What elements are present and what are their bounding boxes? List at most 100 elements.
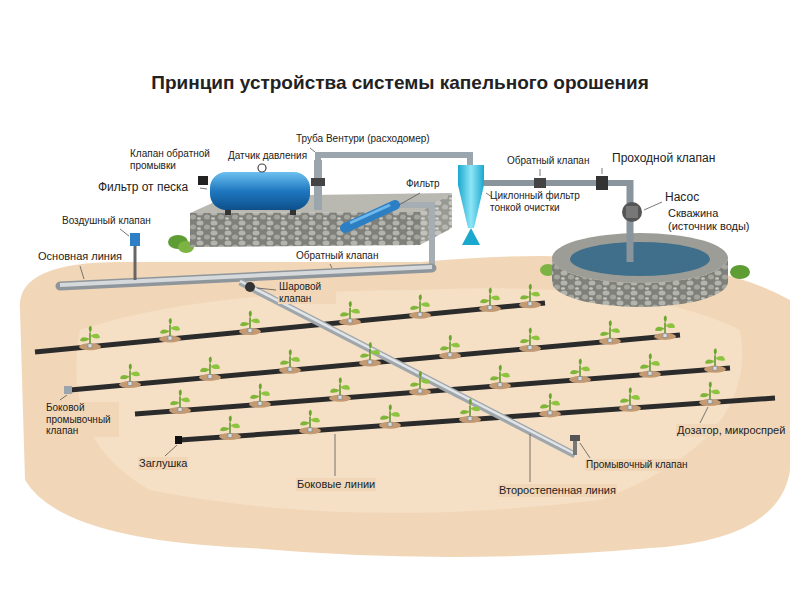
- pipe: [318, 155, 470, 166]
- leader-line: [200, 188, 207, 189]
- plant: [299, 410, 321, 435]
- flush-valve-pipe: [573, 441, 577, 455]
- part-label: Основная линия: [38, 250, 122, 263]
- plant: [219, 416, 241, 441]
- part-label: Циклонный фильтр тонкой очистки: [490, 190, 595, 213]
- pass-valve: [596, 176, 608, 190]
- leader-line: [80, 266, 84, 279]
- plant: [379, 404, 401, 429]
- leader-line: [530, 434, 531, 482]
- venturi-valve: [311, 178, 325, 186]
- part-label: Промывочный клапан: [585, 459, 689, 471]
- plant: [489, 365, 511, 390]
- plant: [409, 294, 431, 319]
- plant: [479, 288, 501, 313]
- secondary-line: [240, 282, 575, 455]
- ball-valve: [245, 282, 255, 292]
- part-label: Клапан обратной промывки: [130, 148, 218, 171]
- plant: [159, 318, 181, 343]
- part-label: Скважина (источник воды): [668, 207, 768, 232]
- plant: [639, 353, 661, 378]
- plant: [599, 320, 621, 345]
- part-label: Боковой промывочный клапан: [45, 402, 119, 437]
- end-plug: [175, 436, 182, 444]
- leader-line: [602, 168, 603, 174]
- plant: [329, 377, 351, 402]
- plant: [654, 315, 676, 340]
- pipe: [395, 205, 432, 270]
- plant: [199, 356, 221, 381]
- leader-line: [165, 445, 177, 456]
- well-rim: [552, 233, 728, 283]
- leader-line: [700, 407, 708, 423]
- plant: [339, 301, 361, 326]
- check-valve: [534, 178, 546, 188]
- plant: [569, 359, 591, 384]
- bush: [730, 265, 750, 279]
- part-label: Датчик давления: [228, 150, 307, 162]
- part-label: Обратный клапан: [507, 155, 589, 167]
- plant: [704, 348, 726, 373]
- plant: [279, 349, 301, 374]
- plant: [519, 284, 541, 309]
- part-label: Воздушный клапан: [62, 215, 151, 227]
- plant: [409, 371, 431, 396]
- plant: [519, 328, 541, 353]
- plant: [439, 335, 461, 360]
- part-label: Заглушка: [138, 457, 188, 470]
- leader-line: [330, 264, 332, 268]
- pipe: [484, 180, 630, 186]
- part-label: Проходной клапан: [612, 152, 715, 166]
- part-label: Труба Вентури (расходомер): [296, 133, 430, 145]
- leader-lines: [60, 148, 708, 482]
- leader-line: [399, 193, 420, 205]
- plant: [459, 399, 481, 424]
- plant: [239, 311, 261, 336]
- part-label: Обратный клапан: [296, 250, 378, 262]
- part-label: Фильтр: [406, 178, 440, 190]
- part-label: Фильтр от песка: [98, 181, 188, 195]
- plant: [359, 342, 381, 367]
- air-valve-stand: [134, 245, 137, 280]
- platform-front: [190, 212, 420, 247]
- leader-line: [60, 395, 67, 400]
- leader-line: [580, 443, 590, 458]
- leader-line: [335, 434, 336, 476]
- lateral-line: [70, 335, 680, 390]
- leader-line: [120, 229, 129, 236]
- cyclone-stand: [462, 228, 480, 245]
- part-label: Шаровой клапан: [278, 281, 336, 304]
- secondary-line-highlight: [240, 281, 575, 454]
- sand-filter-tank: [210, 172, 310, 210]
- flush-valve: [570, 435, 580, 441]
- plant: [119, 364, 141, 389]
- pump: [622, 202, 642, 222]
- field-highlight: [76, 288, 742, 513]
- platform-side: [420, 193, 452, 245]
- plant: [539, 393, 561, 418]
- leader-line: [644, 202, 662, 210]
- mesh-filter-highlight: [350, 205, 390, 223]
- side-flush-valve: [64, 386, 72, 394]
- leader-line: [540, 169, 541, 176]
- cyclone-filter: [458, 165, 484, 185]
- plant: [169, 390, 191, 415]
- plant: [619, 387, 641, 412]
- leader-line: [257, 288, 276, 290]
- leader-line: [310, 148, 315, 152]
- plant: [249, 383, 271, 408]
- part-label: Дозатор, микроспрей: [676, 424, 786, 437]
- plant: [699, 382, 721, 407]
- well-water: [570, 242, 710, 276]
- backwash-valve: [198, 176, 208, 185]
- plant: [79, 326, 101, 351]
- pressure-gauge: [258, 164, 266, 172]
- pump-body: [626, 206, 638, 218]
- part-label: Второстепенная линия: [498, 484, 617, 497]
- air-valve: [130, 233, 140, 246]
- diagram-title: Принцип устройства системы капельного ор…: [0, 72, 800, 94]
- field-ground: [20, 256, 790, 557]
- part-label: Боковые линии: [296, 478, 376, 491]
- mesh-filter: [345, 205, 395, 228]
